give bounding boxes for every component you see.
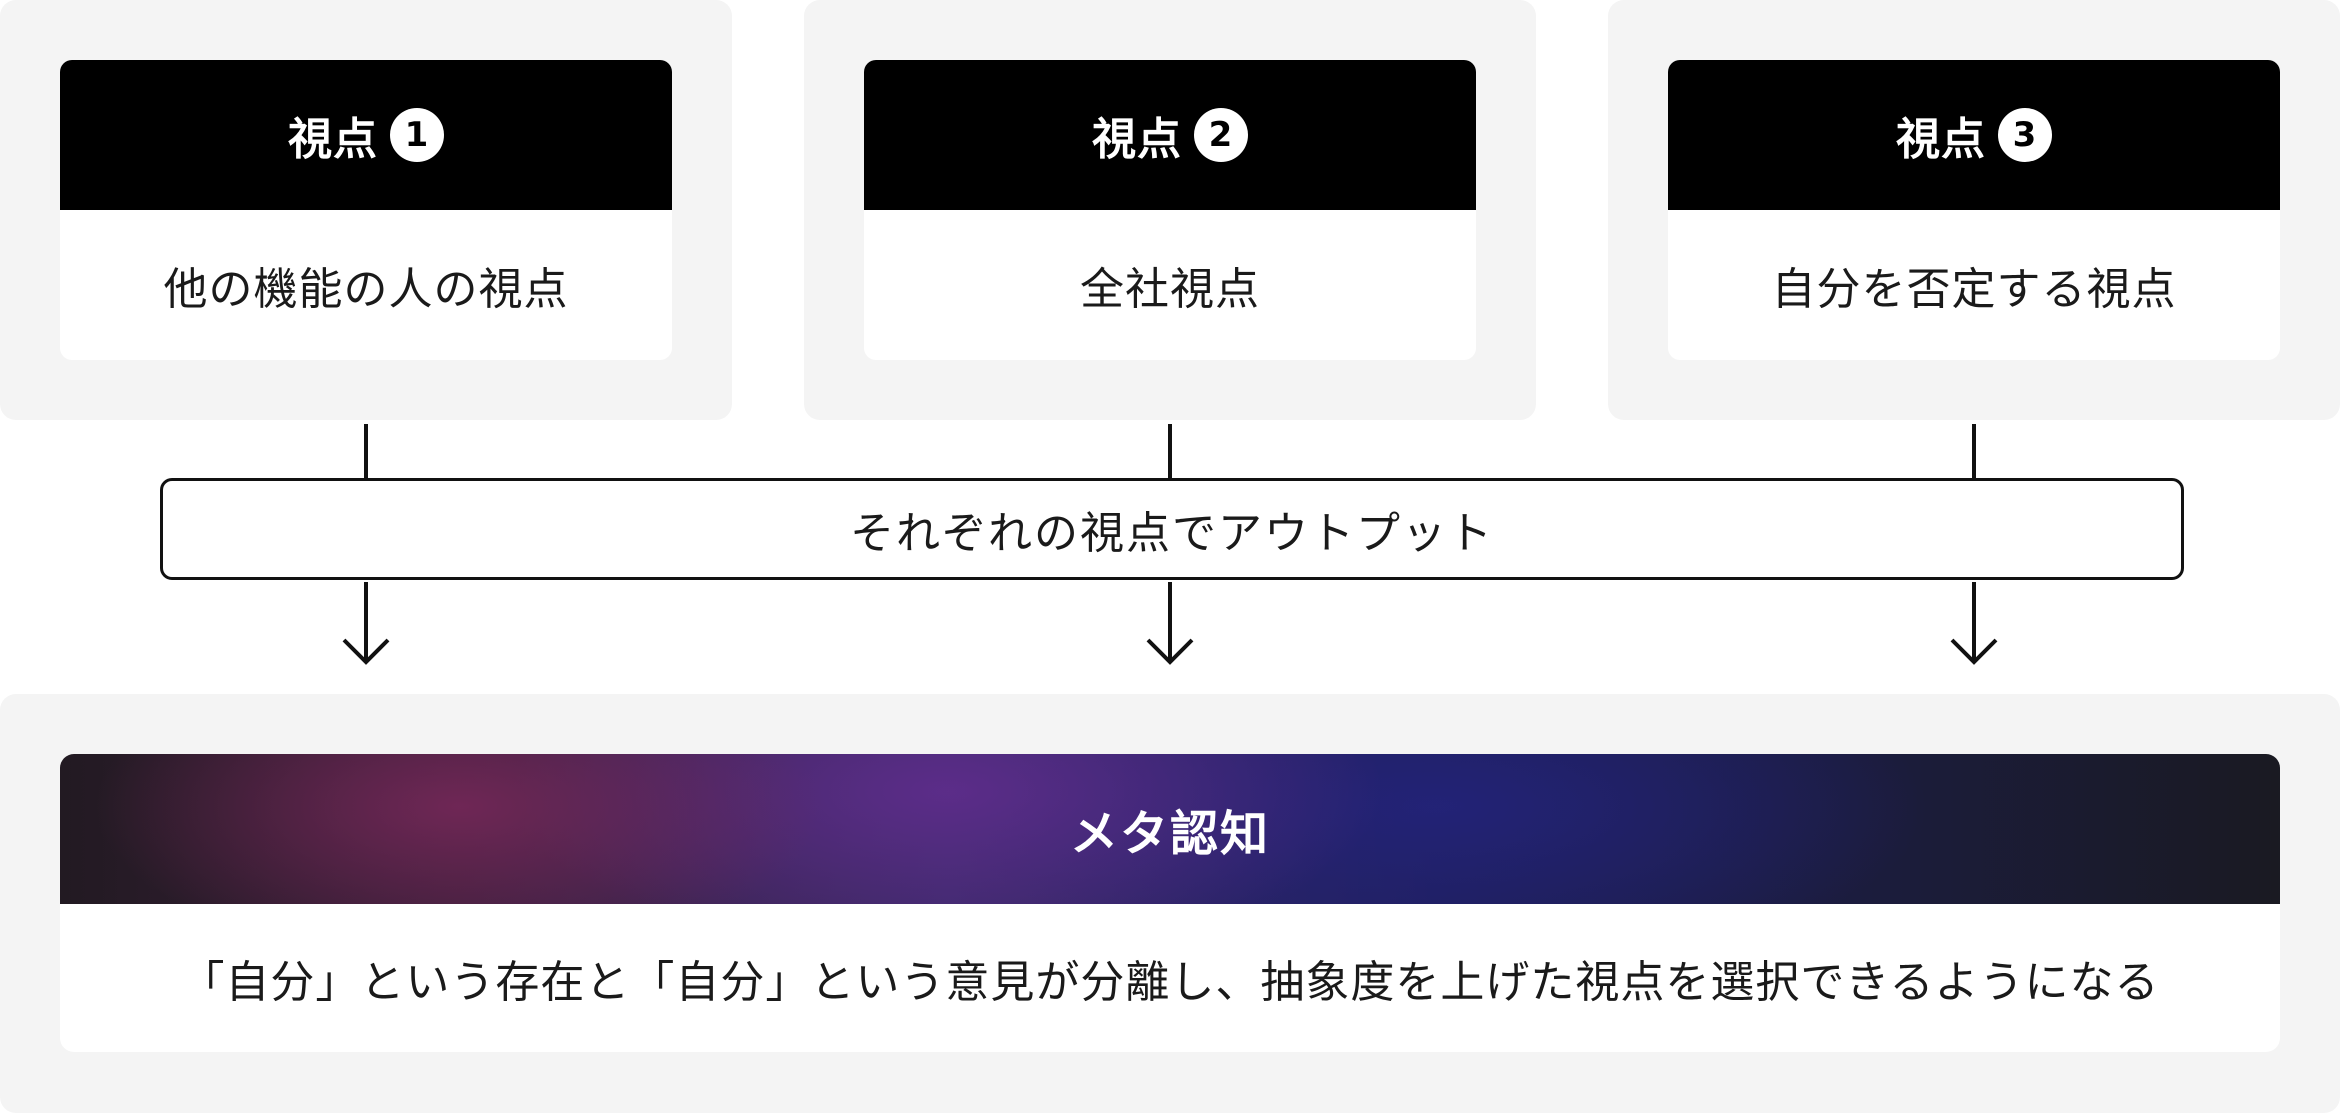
viewpoint-label-2: 全社視点 — [1080, 264, 1260, 315]
viewpoint-header-1: 視点 1 — [60, 60, 672, 210]
viewpoint-title-2: 視点 — [1092, 114, 1182, 165]
viewpoint-header-3: 視点 3 — [1668, 60, 2280, 210]
down-arrow-icon-1 — [342, 582, 390, 665]
connector-line-3 — [1972, 424, 1976, 480]
meta-description: 「自分」という存在と「自分」という意見が分離し、抽象度を上げた視点を選択できるよ… — [180, 957, 2160, 1008]
down-arrow-icon-2 — [1146, 582, 1194, 665]
viewpoint-number-badge-1: 1 — [390, 108, 444, 162]
meta-card: メタ認知 「自分」という存在と「自分」という意見が分離し、抽象度を上げた視点を選… — [60, 754, 2280, 1052]
viewpoint-card-2: 視点 2 全社視点 — [864, 60, 1476, 360]
viewpoint-card-1: 視点 1 他の機能の人の視点 — [60, 60, 672, 360]
down-arrow-icon-3 — [1950, 582, 1998, 665]
viewpoint-title-1: 視点 — [288, 114, 378, 165]
viewpoint-header-2: 視点 2 — [864, 60, 1476, 210]
viewpoint-number-badge-3: 3 — [1998, 108, 2052, 162]
viewpoint-number-badge-2: 2 — [1194, 108, 1248, 162]
viewpoint-card-3: 視点 3 自分を否定する視点 — [1668, 60, 2280, 360]
connector-line-1 — [364, 424, 368, 480]
viewpoint-label-3: 自分を否定する視点 — [1771, 264, 2177, 315]
meta-title: メタ認知 — [60, 754, 2280, 904]
output-box: それぞれの視点でアウトプット — [160, 478, 2184, 580]
viewpoint-label-1: 他の機能の人の視点 — [163, 264, 569, 315]
connector-line-2 — [1168, 424, 1172, 480]
viewpoint-title-3: 視点 — [1896, 114, 1986, 165]
